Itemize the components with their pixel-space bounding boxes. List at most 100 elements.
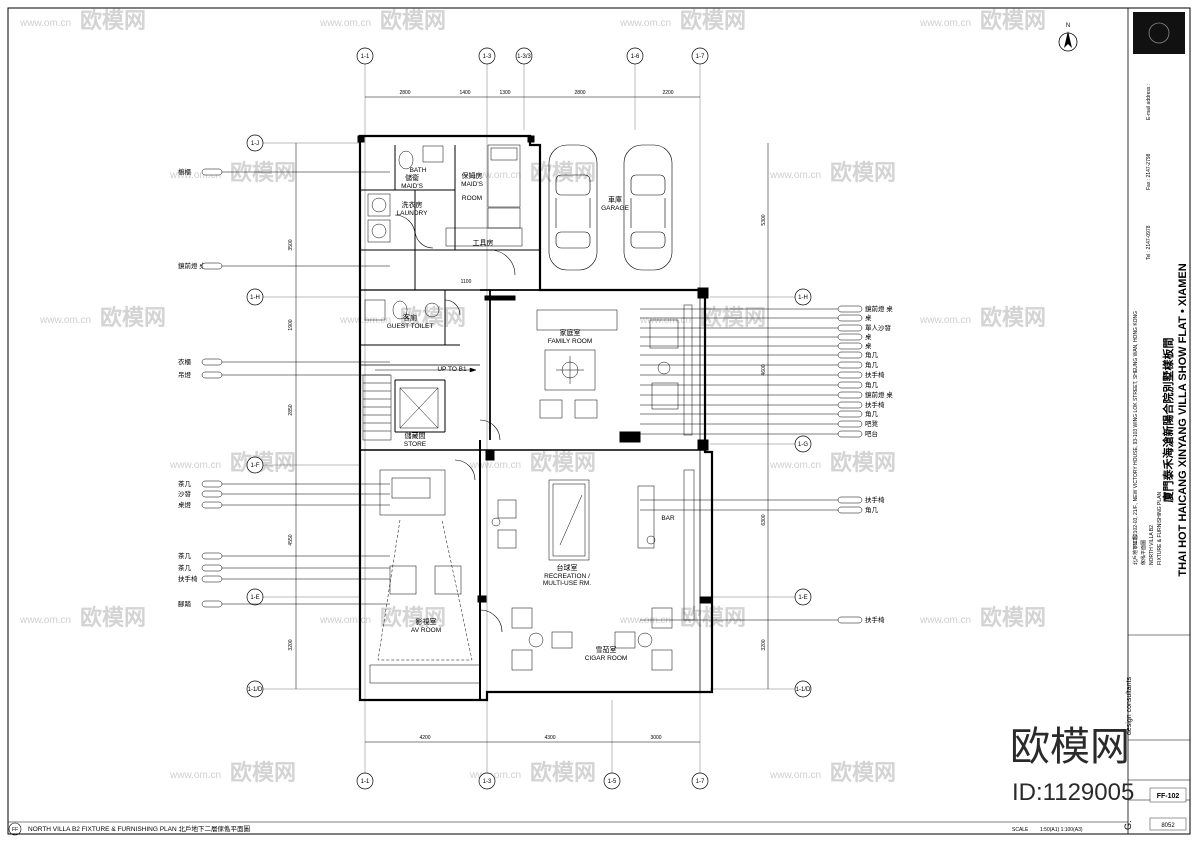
- watermark-text: 欧模网: [100, 305, 166, 330]
- tag-label: 腳踏: [178, 599, 192, 608]
- fixture-tag: 茶几: [178, 479, 390, 488]
- armchair-icon: [539, 399, 563, 419]
- grid-label: 1-3/3: [517, 54, 531, 60]
- watermark-text: 欧模网: [530, 450, 596, 475]
- watermark-url: www.om.cn: [769, 170, 821, 181]
- tag-label: 鏡前燈 桌: [178, 261, 206, 270]
- fixture-tag: 桌: [640, 332, 872, 341]
- tag-label: 扶手椅: [865, 615, 885, 624]
- room-label-en: MULTI-USE RM.: [543, 580, 591, 587]
- av-screen-cabinet: [369, 664, 481, 684]
- watermark-text: 欧模网: [380, 8, 446, 33]
- room-label-en: BATH: [410, 167, 427, 174]
- dimension-value: 1300: [499, 90, 510, 96]
- grid-bubble: 1-J: [246, 134, 264, 152]
- sheet-en-2: FIXTURE & FURNISHING PLAN: [1157, 492, 1163, 565]
- bar-counter: [637, 485, 655, 549]
- watermark-text: 欧模网: [230, 760, 296, 785]
- watermark-url: www.om.cn: [169, 770, 221, 781]
- tag-label: 角几: [865, 409, 879, 418]
- room-label-cn: 洗衣房: [402, 200, 423, 209]
- tag-label: 桌: [865, 332, 872, 341]
- fixture-tag: 吧凳: [640, 419, 879, 428]
- watermark-url: www.om.cn: [169, 170, 221, 181]
- armchair-icon: [497, 499, 517, 519]
- fixture-tag: 扶手椅: [178, 574, 390, 583]
- grid-bubble: 1-H: [246, 288, 264, 306]
- tag-label: 桌燈: [178, 500, 192, 509]
- fixture-tag: 茶几: [178, 563, 390, 572]
- room-label-en: LAUNDRY: [397, 210, 429, 217]
- watermark-text: 欧模网: [400, 305, 466, 330]
- watermark-text: 欧模网: [80, 605, 146, 630]
- watermark-url: www.om.cn: [919, 315, 971, 326]
- tag-label: 單人沙發: [865, 323, 892, 332]
- watermark-url: www.om.cn: [919, 18, 971, 29]
- watermark-url: www.om.cn: [619, 18, 671, 29]
- room-label-en: GARAGE: [601, 205, 629, 212]
- room-label-cn: 車庫: [608, 195, 622, 204]
- tag-label: 鏡前燈 桌: [865, 390, 893, 399]
- armchair-icon: [389, 565, 417, 595]
- room-label-cn: 儲藏間: [405, 431, 426, 440]
- grid-bubble: 1-1/D: [246, 680, 264, 698]
- watermark-text: 欧模网: [80, 8, 146, 33]
- project-title-en: THAI HOT HAICANG XINYANG VILLA SHOW FLAT…: [1177, 263, 1189, 576]
- maid-bed: [487, 144, 521, 208]
- grid-label: 1-1/D: [248, 687, 263, 693]
- room-label-cn: 家庭室: [560, 328, 581, 337]
- room-label-en: BAR: [661, 515, 675, 522]
- fixture-tag: 腳踏: [178, 599, 390, 608]
- tag-label: 衣櫃: [178, 357, 192, 366]
- car-icon: [623, 144, 673, 271]
- tag-label: 扶手椅: [865, 400, 885, 409]
- watermark-text: 欧模网: [980, 305, 1046, 330]
- fixture-tag: 角几: [640, 350, 879, 359]
- fixtures: [364, 144, 695, 684]
- watermark-url: www.om.cn: [19, 615, 71, 626]
- grid-label: 1-1: [361, 779, 370, 785]
- room-label-en: AV ROOM: [411, 627, 441, 634]
- tag-label: 桌: [865, 341, 872, 350]
- room-label-en: MAID'S: [401, 183, 423, 190]
- tag-label: 吧凳: [865, 419, 879, 428]
- dimension-value: 4600: [761, 364, 767, 375]
- washer-icon: [367, 193, 391, 217]
- room-label-cn: 客廁: [403, 313, 417, 322]
- dimension-lines: [295, 96, 769, 743]
- door-swings: [394, 214, 516, 633]
- dimension-value: 1100: [461, 279, 472, 285]
- grid-bubble: 1-E: [246, 588, 264, 606]
- project-title-cn: 廈門泰禾海滄新陽合院別墅樣板間: [1161, 338, 1175, 503]
- fixture-tag: 鏡前燈 桌: [178, 261, 390, 270]
- watermark-text: 欧模网: [230, 450, 296, 475]
- fixture-tag: 櫥櫃: [178, 167, 390, 176]
- sheet-en-1: NORTH VILLA B2: [1149, 525, 1155, 565]
- grid-label: 1-E: [798, 595, 807, 601]
- watermark-url: www.om.cn: [639, 315, 691, 326]
- company-logo: [1133, 12, 1185, 54]
- watermark-url: www.om.cn: [769, 460, 821, 471]
- gridlines: [262, 62, 795, 780]
- tag-label: 扶手椅: [865, 495, 885, 504]
- grid-bubble: 1-3/3: [515, 47, 533, 65]
- room-label-cn: 工具房: [473, 238, 494, 247]
- fixture-tag: 衣櫃: [178, 357, 390, 366]
- armchair-icon: [651, 649, 673, 671]
- grid-label: 1-1: [361, 54, 370, 60]
- grid-label: 1-F: [251, 463, 260, 469]
- fixture-tag: 鏡前燈 桌: [640, 304, 893, 313]
- grid-bubble: 1-3: [478, 772, 496, 790]
- armchair-icon: [434, 565, 462, 595]
- fixture-tag: 角几: [640, 360, 879, 369]
- grid-label: 1-7: [696, 54, 705, 60]
- grid-bubble: 1-5: [603, 772, 621, 790]
- room-label-en: RECREATION /: [544, 573, 590, 580]
- tb-number: 8052: [1161, 823, 1175, 829]
- scale-label: SCALE: [1012, 827, 1029, 833]
- watermark-text: 欧模网: [380, 605, 446, 630]
- armchair-icon: [651, 382, 679, 410]
